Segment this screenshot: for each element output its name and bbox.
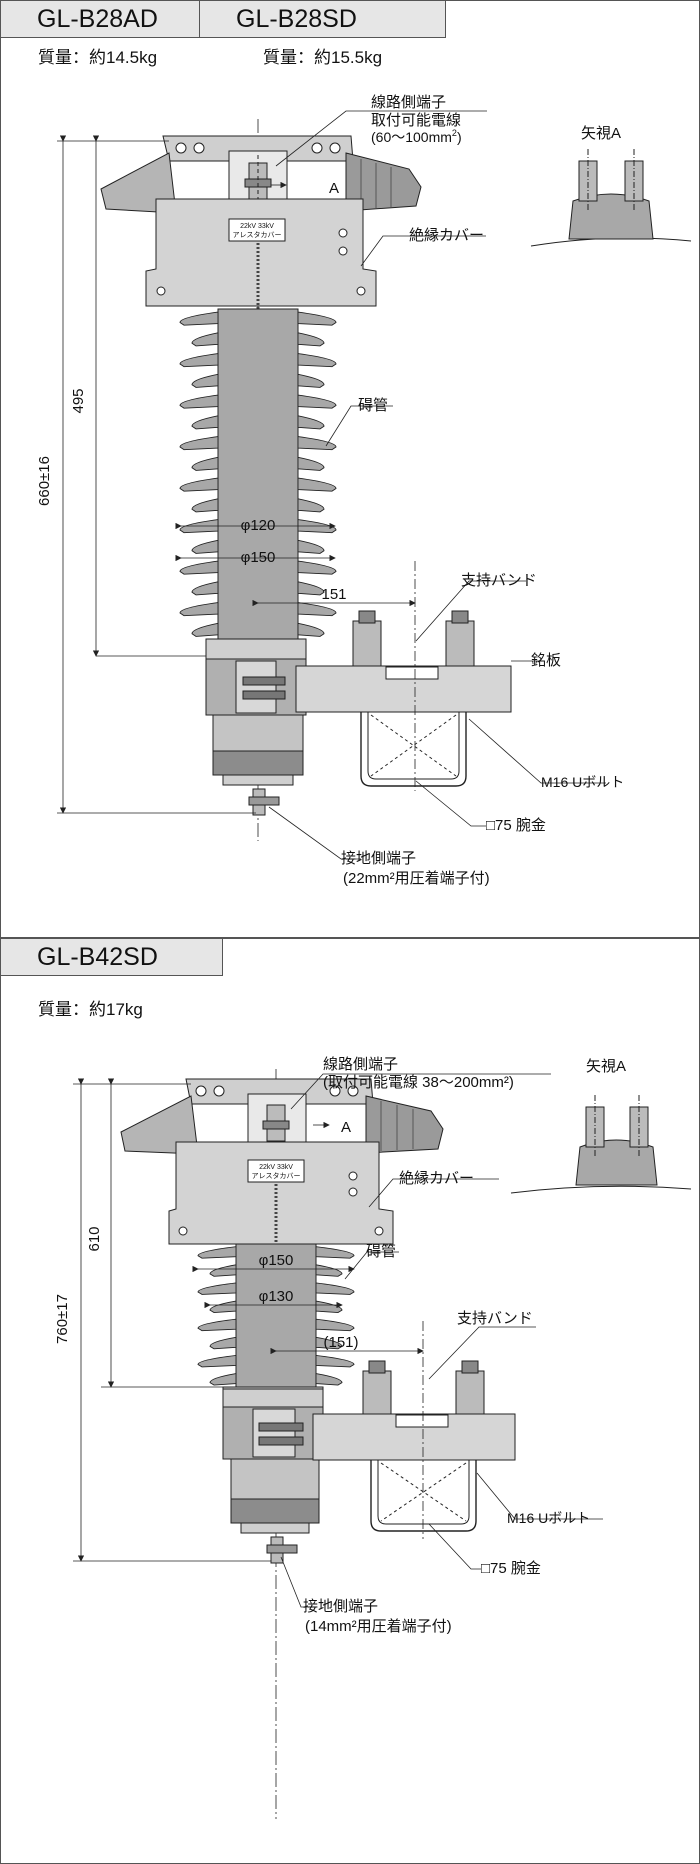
porcelain-shed <box>179 560 337 575</box>
porcelain-shed <box>179 353 337 368</box>
insulation-cover: 22kV 33kV アレスタカバー <box>145 198 377 313</box>
label-ground-terminal: 接地側端子 <box>303 1598 378 1615</box>
view-a-inset: 矢視A <box>510 1058 692 1194</box>
leader-lines <box>268 110 606 860</box>
porcelain-shed <box>209 1373 343 1386</box>
label-u-bolt: M16 Uボルト <box>507 1510 590 1526</box>
arrester-panel-b42: GL-B42SD 質量：約17kg 22kV 33kV アレスタカ <box>0 938 700 1864</box>
porcelain-sheds <box>179 308 337 642</box>
line-terminal-hood <box>100 135 422 214</box>
dim-height-body: 495 <box>70 388 87 413</box>
porcelain-shed <box>191 622 325 637</box>
label-wire-range-1: 取付可能電線 <box>371 112 461 129</box>
arrester-drawing-b28: 22kV 33kV アレスタカバー <box>36 94 692 887</box>
label-wire-range: (取付可能電線 38～200mm²) <box>323 1074 514 1091</box>
dim-phi-150: φ150 <box>241 549 276 566</box>
label-porcelain: 碍管 <box>358 397 388 414</box>
lower-body <box>205 638 307 816</box>
dim-phi-130: φ130 <box>259 1288 294 1305</box>
label-insulation-cover: 絶縁カバー <box>399 1170 474 1187</box>
arrester-panel-b28: GL-B28AD GL-B28SD 質量：約14.5kg 質量：約15.5kg <box>0 0 700 938</box>
porcelain-shed <box>197 1354 355 1368</box>
label-view-a: 矢視A <box>581 125 621 142</box>
dimension-lines <box>57 135 416 814</box>
porcelain-shed <box>197 1282 355 1295</box>
porcelain-core <box>217 308 299 642</box>
porcelain-shed <box>179 311 337 326</box>
porcelain-shed <box>197 1318 355 1332</box>
label-line-terminal: 線路側端子 <box>371 94 446 111</box>
label-ground-crimp: (14mm²用圧着端子付) <box>305 1618 452 1635</box>
cover-plate-line2: アレスタカバー <box>252 1171 301 1180</box>
porcelain-shed <box>179 436 337 451</box>
porcelain-shed <box>191 498 325 513</box>
label-u-bolt: M16 Uボルト <box>541 774 624 790</box>
porcelain-shed <box>191 415 325 430</box>
model-tab-b42sd: GL-B42SD <box>1 939 223 976</box>
label-ground-crimp: (22mm²用圧着端子付) <box>343 870 490 887</box>
model-tab-b28sd: GL-B28SD <box>200 1 446 38</box>
dim-offset-151: (151) <box>323 1334 358 1351</box>
porcelain-shed <box>197 1246 355 1259</box>
porcelain-shed <box>191 332 325 347</box>
mass-b28sd: 質量：約15.5kg <box>263 48 383 67</box>
label-arrow-a: A <box>329 180 339 197</box>
dim-offset-151: 151 <box>321 586 346 603</box>
model-name-b28ad: GL-B28AD <box>37 5 158 33</box>
line-terminal-hood <box>120 1078 444 1155</box>
dim-phi-120: φ120 <box>241 517 276 534</box>
porcelain-shed <box>191 581 325 596</box>
mass-b42sd: 質量：約17kg <box>38 1000 143 1019</box>
porcelain-shed <box>179 477 337 492</box>
dim-height-total: 660±16 <box>36 456 53 506</box>
label-support-band: 支持バンド <box>461 572 537 589</box>
phi-dimensions <box>192 1265 355 1309</box>
porcelain-shed <box>191 373 325 388</box>
porcelain-shed <box>191 456 325 471</box>
label-insulation-cover: 絶縁カバー <box>409 227 484 244</box>
cover-plate-line2: アレスタカバー <box>233 230 282 239</box>
lower-body-panel-2 <box>222 1388 324 1408</box>
label-arrow-a: A <box>341 1119 351 1136</box>
model-name-b28sd: GL-B28SD <box>236 5 357 33</box>
label-nameplate: 銘板 <box>531 651 561 669</box>
mass-b28ad: 質量：約14.5kg <box>38 48 158 67</box>
model-tab-b28ad: GL-B28AD <box>1 1 200 38</box>
cover-plate-line1: 22kV 33kV <box>240 223 274 230</box>
lower-body-metal-panel-2 <box>222 1406 324 1564</box>
insulation-cover: 22kV 33kV アレスタカバー <box>168 1141 394 1254</box>
label-cross-arm: □75 腕金 <box>486 817 546 834</box>
dim-height-body: 610 <box>86 1226 103 1251</box>
label-porcelain: 碍管 <box>366 1243 396 1260</box>
label-ground-terminal: 接地側端子 <box>341 850 416 867</box>
label-cross-arm: □75 腕金 <box>481 1560 541 1577</box>
label-wire-range-2: (60～100mm2) <box>371 128 462 145</box>
dim-height-total: 760±17 <box>54 1294 71 1344</box>
label-support-band: 支持バンド <box>457 1310 533 1327</box>
leader-lines <box>280 1073 603 1608</box>
porcelain-shed <box>179 394 337 409</box>
support-band-assembly <box>295 561 512 791</box>
model-name-b42sd: GL-B42SD <box>37 943 158 971</box>
dimension-lines <box>73 1078 424 1562</box>
porcelain-shed <box>191 539 325 554</box>
cover-plate-line1: 22kV 33kV <box>259 1164 293 1171</box>
dim-phi-150: φ150 <box>259 1252 294 1269</box>
view-a-inset: 矢視A <box>530 125 692 247</box>
arrester-drawing-b42: 22kV 33kV アレスタカバー <box>54 1056 692 1819</box>
support-band-assembly <box>312 1321 516 1539</box>
label-view-a: 矢視A <box>586 1058 626 1075</box>
label-line-terminal: 線路側端子 <box>323 1056 398 1073</box>
